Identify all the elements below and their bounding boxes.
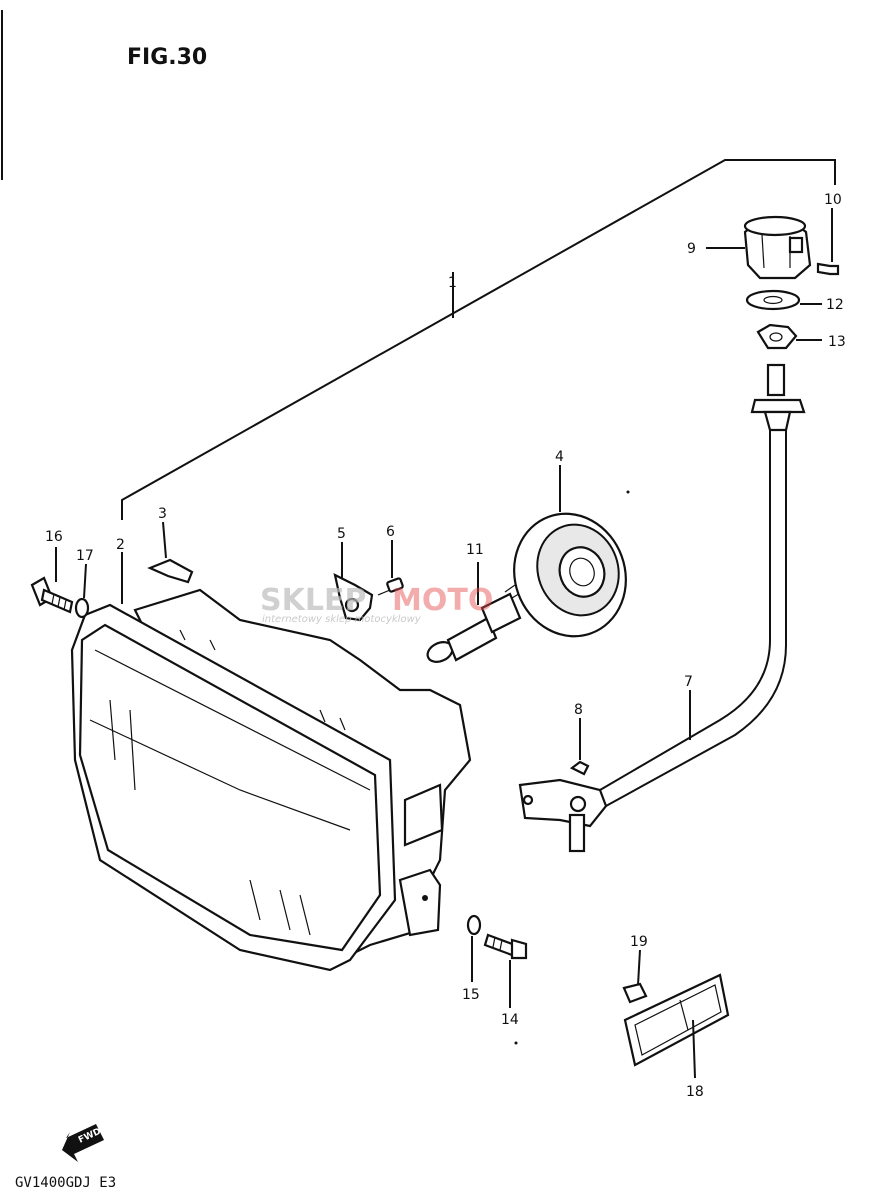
speck [626, 490, 630, 494]
watermark-brand-b: MOTO [392, 583, 493, 618]
callout-12: 12 [826, 297, 844, 313]
adjuster-cable-drawing [518, 363, 806, 853]
nut-19-drawing [622, 982, 648, 1004]
bolt-16-drawing [30, 576, 74, 614]
assembly-leader-line [121, 159, 836, 520]
screw-10-drawing [816, 262, 840, 276]
screw-6-drawing [377, 577, 404, 596]
reflector-drawing [623, 973, 730, 1067]
bracket-drawing [333, 572, 374, 622]
callout-17: 17 [76, 548, 94, 564]
callout-4: 4 [555, 449, 564, 465]
callout-6: 6 [386, 524, 395, 540]
callout-numbers: 1 2 3 4 5 6 7 8 9 10 11 12 13 14 15 16 1… [45, 192, 846, 1100]
bolt-14-drawing [483, 933, 528, 960]
washer-17-drawing [74, 597, 90, 619]
callout-5: 5 [337, 526, 346, 542]
callout-16: 16 [45, 529, 63, 545]
callout-15: 15 [462, 987, 480, 1003]
washer-12-drawing [745, 289, 801, 311]
washer-15-drawing [466, 914, 482, 936]
watermark-tagline: internetowy sklep motocyklowy [262, 614, 422, 625]
clip-drawing [147, 558, 194, 584]
callout-1: 1 [448, 275, 457, 291]
adjuster-knob-drawing [743, 215, 812, 280]
socket-cover-drawing [513, 512, 627, 638]
callout-13: 13 [828, 334, 846, 350]
leader-lines [55, 208, 833, 1079]
nut-13-drawing [756, 323, 798, 350]
bulb-drawing [426, 584, 523, 663]
callout-8: 8 [574, 702, 583, 718]
callout-9: 9 [687, 241, 696, 257]
watermark: SKLEP MOTO internetowy sklep motocyklowy [260, 583, 493, 625]
figure-title: FIG.30 [127, 45, 207, 70]
screw-8-drawing [569, 760, 590, 776]
callout-2: 2 [116, 537, 125, 553]
callout-11: 11 [466, 542, 484, 558]
forward-direction-badge: FWD [62, 1124, 104, 1162]
headlight-housing-drawing [70, 588, 472, 972]
speck [514, 1041, 518, 1045]
callout-10: 10 [824, 192, 842, 208]
model-code: GV1400GDJ E3 [15, 1175, 116, 1191]
watermark-brand-a: SKLEP [260, 583, 366, 618]
callout-3: 3 [158, 506, 167, 522]
callout-14: 14 [501, 1012, 519, 1028]
callout-19: 19 [630, 934, 648, 950]
callout-18: 18 [686, 1084, 704, 1100]
callout-7: 7 [684, 674, 693, 690]
